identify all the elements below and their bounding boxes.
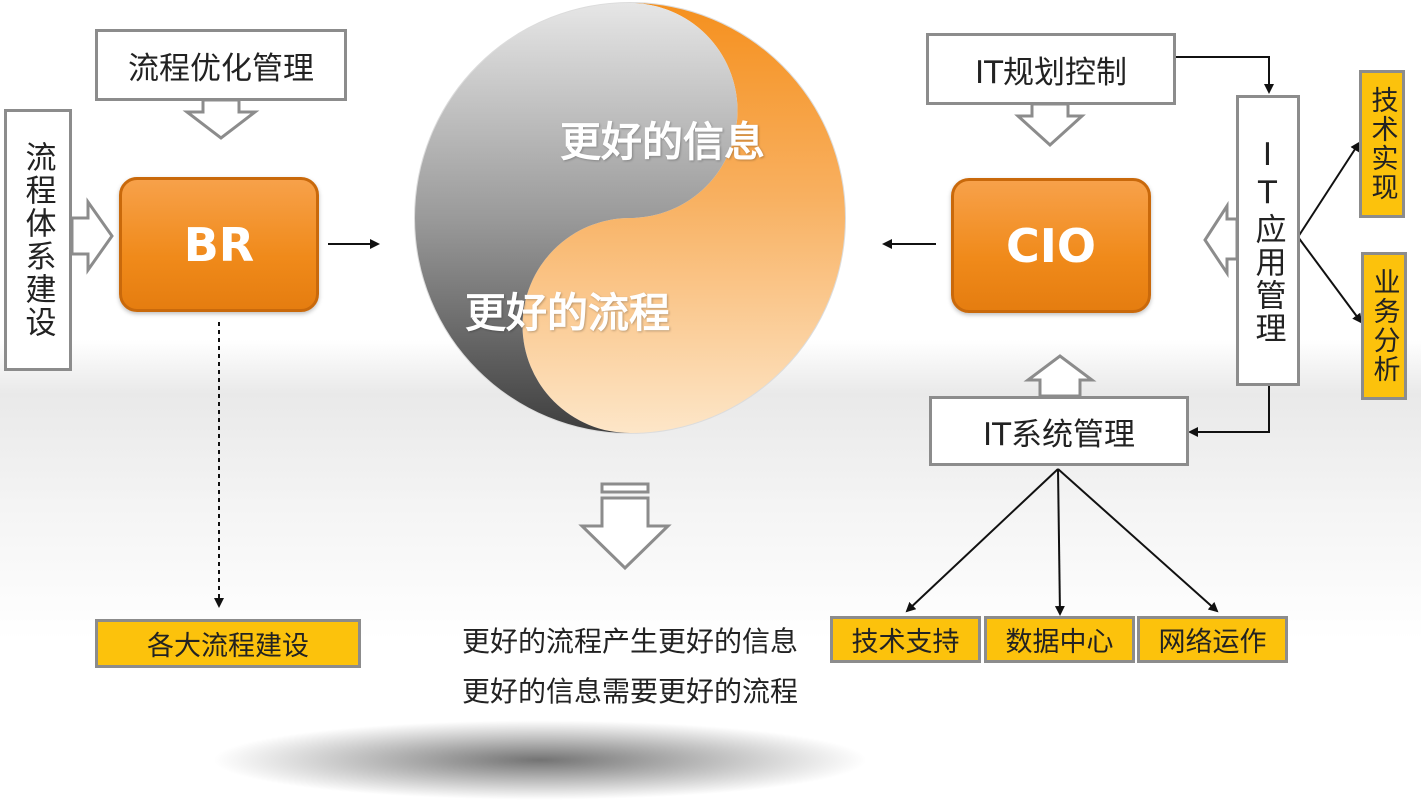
business-analysis-label: 业务分析 [1368,268,1400,384]
process-system-build-box: 流程体系建设 [4,109,72,371]
it-plan-control-label: IT规划控制 [974,54,1128,91]
tech-realization-box: 技术实现 [1359,70,1405,218]
caption-line-2: 更好的信息需要更好的流程 [461,675,798,708]
cio-box: CIO [951,178,1151,313]
it-app-management-label: IT应用管理 [1249,136,1286,345]
arrow-system-to-datacenter [1054,468,1065,616]
tech-realization-label: 技术实现 [1366,86,1398,202]
caption-line-1: 更好的流程产生更好的信息 [461,625,798,658]
cio-label: CIO [1006,218,1096,273]
br-box: BR [119,177,319,312]
hollow-arrow-right-system [70,197,114,275]
hollow-arrow-down-it-plan [1014,102,1086,148]
it-system-management-label: IT系统管理 [982,416,1136,453]
major-process-build-box: 各大流程建设 [95,619,361,668]
it-app-management-box: IT应用管理 [1236,95,1300,386]
tech-support-label: 技术支持 [851,627,960,658]
process-system-build-label: 流程体系建设 [19,141,56,339]
better-process-label: 更好的流程 [465,289,670,337]
major-process-build-label: 各大流程建设 [147,631,309,662]
arrow-app-to-tech [1297,141,1361,238]
connector-app-to-system [1188,386,1270,437]
br-label: BR [183,217,255,272]
it-plan-control-box: IT规划控制 [926,33,1176,105]
network-operation-label: 网络运作 [1158,627,1267,658]
data-center-box: 数据中心 [984,616,1135,663]
it-system-management-box: IT系统管理 [929,396,1189,466]
network-operation-box: 网络运作 [1137,616,1288,663]
data-center-label: 数据中心 [1005,627,1114,658]
arrow-app-to-business [1297,236,1363,324]
better-info-label: 更好的信息 [560,118,765,166]
yin-yang-graphic [414,2,846,434]
hollow-arrow-down-optimization [182,98,260,140]
big-hollow-down-arrow [578,482,672,571]
hollow-arrow-left-it-app [1203,200,1239,278]
arrow-system-to-support [905,468,1059,613]
process-optimization-box: 流程优化管理 [95,29,347,101]
hollow-arrow-up-it-system [1023,354,1097,398]
business-analysis-box: 业务分析 [1361,252,1407,400]
process-optimization-label: 流程优化管理 [128,50,314,87]
arrow-system-to-network [1057,468,1219,613]
floor-shadow [210,720,870,800]
connector-plan-to-app [1176,56,1274,94]
yin-yang-gray-half [415,3,738,433]
yin-yang-orange-half [522,3,845,433]
tech-support-box: 技术支持 [830,616,981,663]
